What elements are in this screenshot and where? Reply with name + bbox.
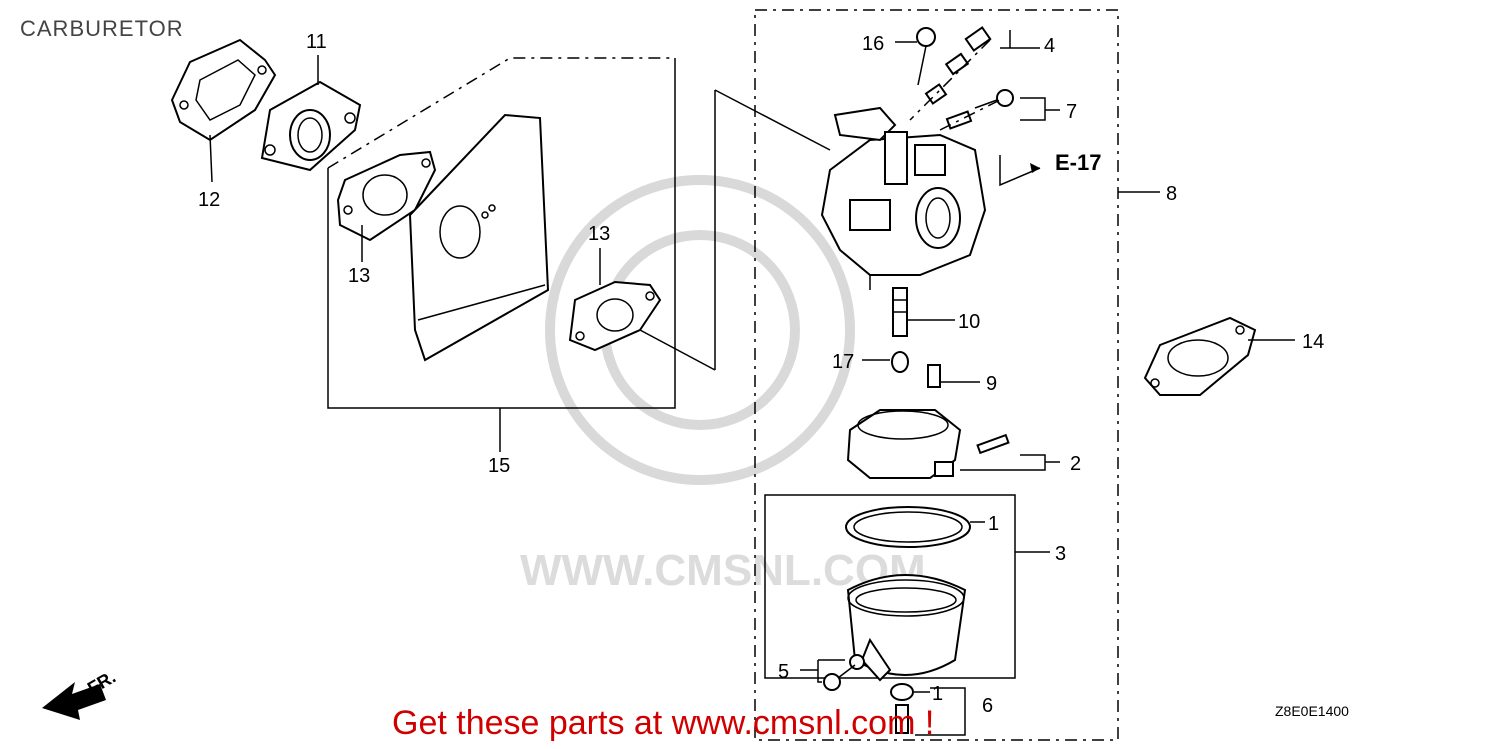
- gasket-part-14: [1143, 316, 1257, 396]
- callout-15: 15: [488, 455, 510, 477]
- gasket-part-13-right: [568, 280, 662, 352]
- diagram-title: CARBURETOR: [20, 16, 184, 41]
- callout-1-lower: 1: [932, 683, 943, 705]
- callout-4: 4: [1044, 35, 1055, 57]
- gasket-part-12: [170, 38, 277, 142]
- callout-17: 17: [832, 351, 854, 373]
- carburetor-body-part-8: [820, 106, 987, 290]
- float-part-2: [846, 409, 1010, 479]
- callout-7: 7: [1066, 101, 1077, 123]
- callout-6: 6: [982, 695, 993, 717]
- o-ring-part-1: [845, 506, 971, 548]
- screw-part-16: [916, 27, 936, 86]
- reference-e17: E-17: [1055, 150, 1101, 175]
- float-bowl-part-3: [846, 574, 967, 682]
- callout-13-left: 13: [348, 265, 370, 287]
- main-jet-part-9: [927, 364, 941, 388]
- callout-16: 16: [862, 33, 884, 55]
- callout-10: 10: [958, 311, 980, 333]
- callout-12: 12: [198, 189, 220, 211]
- callout-3: 3: [1055, 543, 1066, 565]
- callout-11: 11: [306, 31, 327, 53]
- callout-13-right: 13: [588, 223, 610, 245]
- callout-14: 14: [1302, 331, 1324, 353]
- callout-1-upper: 1: [988, 513, 999, 535]
- pilot-screw-part-7: [945, 89, 1014, 130]
- callout-5: 5: [778, 661, 789, 683]
- drain-screw-part-5: [823, 654, 865, 691]
- diagram-code: Z8E0E1400: [1275, 703, 1349, 719]
- callout-8: 8: [1166, 183, 1177, 205]
- promo-link[interactable]: Get these parts at www.cmsnl.com !: [392, 704, 935, 742]
- callout-2: 2: [1070, 453, 1081, 475]
- washer-part-17: [891, 351, 909, 373]
- main-nozzle-part-10: [892, 287, 908, 337]
- drain-bolt-part-6: [890, 683, 914, 734]
- heat-shield-plate: [408, 113, 550, 362]
- callout-9: 9: [986, 373, 997, 395]
- jet-needle-part-4: [924, 26, 992, 105]
- insulator-part-11: [260, 80, 362, 172]
- front-direction-arrow: FR.: [42, 667, 119, 720]
